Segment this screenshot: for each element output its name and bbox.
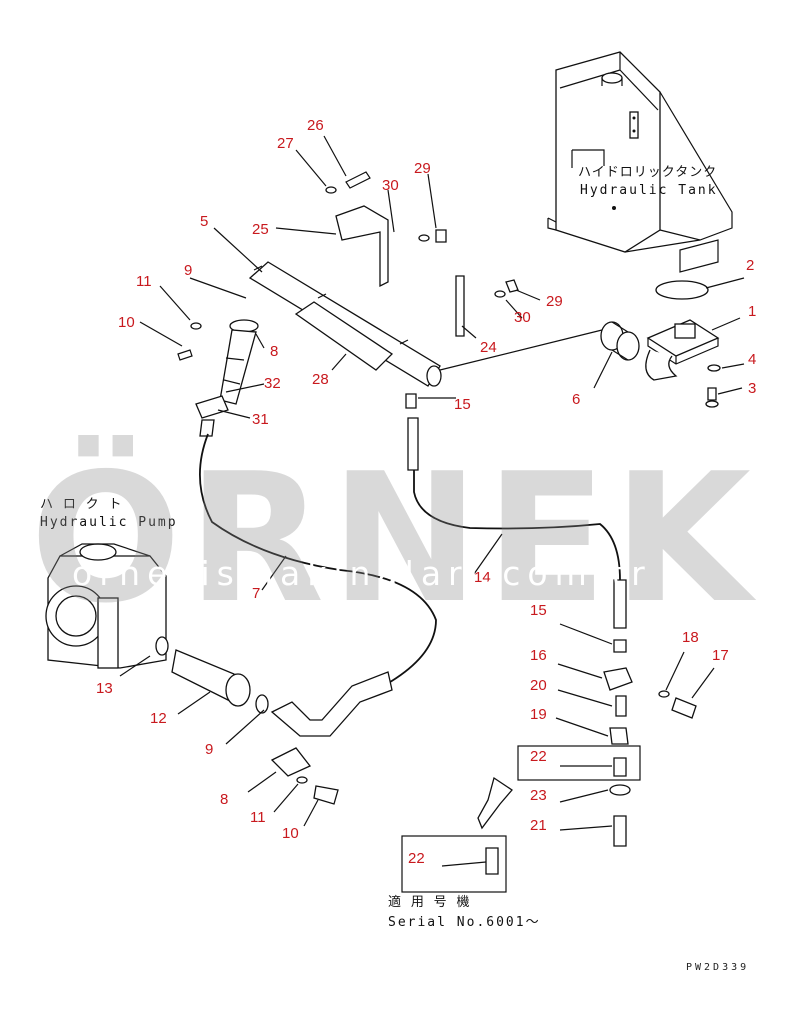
callout-3: 3	[748, 380, 756, 397]
callout-6: 6	[572, 391, 580, 408]
callout-27: 27	[277, 135, 294, 152]
callout-20: 20	[530, 677, 547, 694]
hose-14	[413, 470, 621, 581]
callout-25: 25	[252, 221, 269, 238]
tank-label-jp: ハイドロリックタンク	[578, 165, 717, 180]
hydraulic-pump: ハ ロ ク ト Hydraulic Pump	[40, 497, 178, 669]
callout-18: 18	[682, 629, 699, 646]
callout-9-lower: 9	[205, 741, 213, 758]
watermark: ÖRNEK ornekismakinalari.com.tr	[30, 435, 757, 642]
callout-26: 26	[307, 117, 324, 134]
callout-30-upper: 30	[382, 177, 399, 194]
callout-29-lower: 29	[546, 293, 563, 310]
drawing-code: PW2D339	[686, 962, 749, 973]
callout-2: 2	[746, 257, 754, 274]
callout-24: 24	[480, 339, 497, 356]
callout-12: 12	[150, 710, 167, 727]
callout-numbers: 26 27 29 30 5 25 11 9 10 8 32 31 28 24 2…	[96, 117, 756, 867]
detail-arrow-icon	[477, 776, 513, 830]
callout-5: 5	[200, 213, 208, 230]
callout-30-lower: 30	[514, 309, 531, 326]
callout-23: 23	[530, 787, 547, 804]
callout-17: 17	[712, 647, 729, 664]
detail-box	[401, 835, 507, 893]
callout-31: 31	[252, 411, 269, 428]
callout-4: 4	[748, 351, 756, 368]
callout-19: 19	[530, 706, 547, 723]
pump-label-jp: ハ ロ ク ト	[40, 497, 122, 512]
callout-11-lower: 11	[250, 809, 266, 826]
callout-15-upper: 15	[454, 396, 471, 413]
tank-label-en: Hydraulic Tank	[580, 183, 718, 198]
upper-bracket	[325, 171, 519, 337]
watermark-url: ornekismakinalari.com.tr	[72, 554, 652, 593]
callout-15-lower: 15	[530, 602, 547, 619]
callout-9-upper: 9	[184, 262, 192, 279]
callout-13: 13	[96, 680, 113, 697]
suction-pipe	[248, 261, 603, 387]
pump-side-hose	[177, 319, 259, 437]
callout-21: 21	[530, 817, 547, 834]
callout-22-detail: 22	[408, 850, 425, 867]
watermark-brand: ÖRNEK	[30, 435, 757, 642]
callout-32: 32	[264, 375, 281, 392]
serial-detail: 適 用 号 機 Serial No.6001～	[388, 776, 541, 930]
callout-8-lower: 8	[220, 791, 228, 808]
serial-note-en: Serial No.6001～	[388, 915, 541, 930]
hose-7	[199, 433, 437, 693]
callout-10-lower: 10	[282, 825, 299, 842]
callout-11-upper: 11	[136, 273, 152, 290]
part-22-box	[517, 745, 641, 781]
callout-10-upper: 10	[118, 314, 135, 331]
serial-note-jp: 適 用 号 機	[388, 894, 470, 910]
callout-16: 16	[530, 647, 547, 664]
right-fittings-stack	[517, 639, 697, 847]
pump-label-en: Hydraulic Pump	[40, 515, 178, 530]
suction-fitting	[600, 321, 640, 361]
callout-14: 14	[474, 569, 491, 586]
pump-outlet-pipe	[155, 636, 393, 805]
hose-14-fittings	[405, 393, 627, 629]
callout-22-main: 22	[530, 748, 547, 765]
callout-29-upper: 29	[414, 160, 431, 177]
leader-lines	[119, 135, 745, 831]
callout-28: 28	[312, 371, 329, 388]
hydraulic-tank: ハイドロリックタンク Hydraulic Tank	[547, 51, 733, 273]
tank-outlet-flange	[645, 280, 721, 408]
callout-7: 7	[252, 585, 260, 602]
callout-1: 1	[748, 303, 756, 320]
callout-8-upper: 8	[270, 343, 278, 360]
